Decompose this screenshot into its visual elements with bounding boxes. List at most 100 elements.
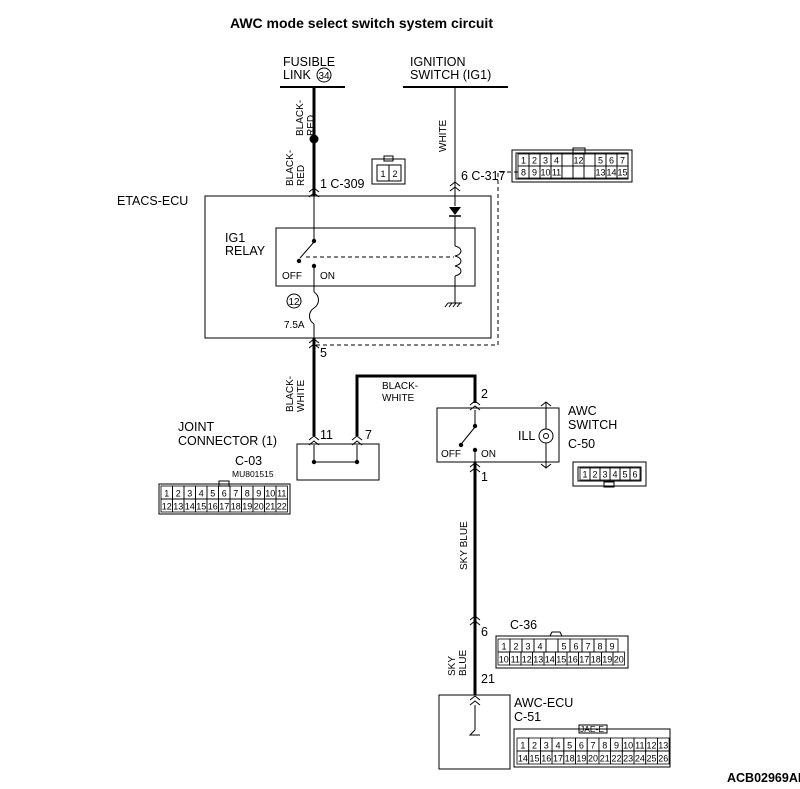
c317-row2-pin: 9 bbox=[532, 168, 537, 178]
c03-row2-pin: 21 bbox=[265, 502, 275, 512]
fusible-link-number: 34 bbox=[319, 71, 331, 82]
c36-row1-pin: 4 bbox=[537, 642, 542, 652]
c36-row1-pin: 2 bbox=[513, 642, 518, 652]
c03-row1-pin: 11 bbox=[277, 489, 286, 499]
c03-row2-pin: 14 bbox=[185, 502, 195, 512]
c51-row1-pin: 8 bbox=[602, 741, 607, 751]
c36-row1-pin: 1 bbox=[501, 642, 506, 652]
black-white-v-label-b: WHITE bbox=[296, 379, 307, 412]
ignition-switch-label-1: IGNITION bbox=[410, 55, 466, 69]
awc-switch-ill-label: ILL bbox=[518, 429, 535, 443]
black-white-h-label-b: WHITE bbox=[382, 393, 415, 404]
c51-label: C-51 bbox=[514, 710, 541, 724]
c317-row2-cell bbox=[561, 165, 574, 179]
c51-row2-pin: 14 bbox=[518, 754, 528, 764]
c36-row1-pin: 3 bbox=[525, 642, 530, 652]
awc-switch-pin2-mark bbox=[469, 400, 481, 411]
c36-row2-cell bbox=[612, 651, 625, 666]
awc-switch-on-label: ON bbox=[481, 449, 496, 460]
c03-row1-pin: 3 bbox=[187, 489, 192, 499]
c51-row2-pin: 21 bbox=[600, 754, 610, 764]
c03-row1-pin: 2 bbox=[176, 489, 181, 499]
awc-switch-label-2: SWITCH bbox=[568, 418, 617, 432]
joint-pin-7: 7 bbox=[365, 428, 372, 442]
c03-row2-pin: 15 bbox=[196, 502, 206, 512]
c36-row1-cell bbox=[545, 638, 559, 653]
c03-row2-cell bbox=[275, 498, 288, 513]
c03-row2-pin: 12 bbox=[162, 502, 172, 512]
c317-row2-pin: 15 bbox=[617, 168, 627, 178]
c51-row2-pin: 26 bbox=[658, 754, 668, 764]
c03-row2-pin: 17 bbox=[219, 502, 229, 512]
c03-row1-pin: 9 bbox=[256, 489, 261, 499]
c51-row1-pin: 2 bbox=[532, 741, 537, 751]
c03-row1-pin: 6 bbox=[222, 489, 227, 499]
c36-row2-pin: 15 bbox=[556, 655, 566, 665]
c36-row2-pin: 16 bbox=[568, 655, 578, 665]
black-white-wire-horizontal bbox=[355, 374, 477, 436]
c317-row1-pin: 5 bbox=[598, 156, 603, 166]
black-red-label-top-a: BLACK- bbox=[295, 100, 306, 136]
c317-row1-pin: 3 bbox=[543, 156, 548, 166]
fusible-link-number-circle bbox=[316, 67, 332, 83]
c03-label: C-03 bbox=[235, 454, 262, 468]
joint-connector-label-1: JOINT bbox=[178, 420, 214, 434]
c03-row1-pin: 8 bbox=[245, 489, 250, 499]
c51-row2-pin: 24 bbox=[635, 754, 645, 764]
c36-row2-pin: 20 bbox=[614, 655, 624, 665]
c51-row2-pin: 18 bbox=[565, 754, 575, 764]
c51-row1-pin: 11 bbox=[635, 741, 644, 751]
awc-switch-box bbox=[436, 407, 560, 463]
awc-switch-blade bbox=[461, 426, 476, 444]
c51-row1-pin: 13 bbox=[658, 741, 668, 751]
ig1-relay-box bbox=[275, 227, 476, 287]
c36-row2-pin: 17 bbox=[579, 655, 589, 665]
white-label: WHITE bbox=[438, 119, 449, 152]
c50-pin: 4 bbox=[612, 470, 617, 480]
c50-pin: 2 bbox=[592, 470, 597, 480]
c36-connector-mark bbox=[469, 615, 481, 626]
c03-row2-pin: 19 bbox=[242, 502, 252, 512]
relay-contact-top bbox=[311, 238, 317, 244]
awc-ecu-box bbox=[438, 694, 511, 770]
c51-row2-cell bbox=[657, 750, 670, 765]
sky-blue-label-b: BLUE bbox=[458, 650, 469, 676]
c03-row2-pin: 16 bbox=[208, 502, 218, 512]
awc-ecu-pin-21: 21 bbox=[481, 672, 495, 686]
c309-pin-label: 1 C-309 bbox=[320, 177, 365, 191]
c36-row2-pin: 19 bbox=[602, 655, 612, 665]
c317-row2-pin: 8 bbox=[521, 168, 526, 178]
black-red-label-top-b: RED bbox=[306, 115, 317, 136]
c51-row2-pin: 19 bbox=[576, 754, 586, 764]
ig1-relay-label-2: RELAY bbox=[225, 244, 266, 258]
etacs-ecu-label: ETACS-ECU bbox=[117, 194, 188, 208]
joint-pin-11: 11 bbox=[320, 428, 333, 442]
c51-row2-pin: 16 bbox=[541, 754, 551, 764]
c317-row1-pin: 2 bbox=[532, 156, 537, 166]
c36-row2-pin: 18 bbox=[591, 655, 601, 665]
black-red-label-bot-b: RED bbox=[296, 165, 307, 186]
black-red-label-bot-a: BLACK- bbox=[285, 150, 296, 186]
c36-row1-pin: 5 bbox=[561, 642, 566, 652]
illumination-lamp-icon bbox=[538, 428, 554, 444]
c51-row1-pin: 12 bbox=[647, 741, 657, 751]
c36-row1-pin: 9 bbox=[609, 642, 614, 652]
c317-row2-cell bbox=[616, 165, 629, 179]
c317-row2-pin: 13 bbox=[595, 168, 605, 178]
c36-row1-pin: 6 bbox=[573, 642, 578, 652]
c317-row1-pin: 6 bbox=[609, 156, 614, 166]
awc-ecu: AWC-ECU C-51 bbox=[438, 694, 573, 770]
etacs-ecu-box bbox=[204, 195, 492, 339]
c51-row2-pin: 15 bbox=[530, 754, 540, 764]
c50-pin: 3 bbox=[602, 470, 607, 480]
c51-row1-pin: 10 bbox=[623, 741, 633, 751]
c03-row1-pin: 10 bbox=[265, 489, 275, 499]
c309-pin-2: 2 bbox=[392, 169, 397, 179]
awc-switch: AWC SWITCH C-50 2 OFF ON ILL 1 bbox=[436, 387, 617, 484]
c317-row1-cell bbox=[561, 153, 574, 167]
c03-row2-pin: 20 bbox=[254, 502, 264, 512]
ig1-relay-label-1: IG1 bbox=[225, 231, 245, 245]
c317-row1-pin: 7 bbox=[620, 156, 625, 166]
